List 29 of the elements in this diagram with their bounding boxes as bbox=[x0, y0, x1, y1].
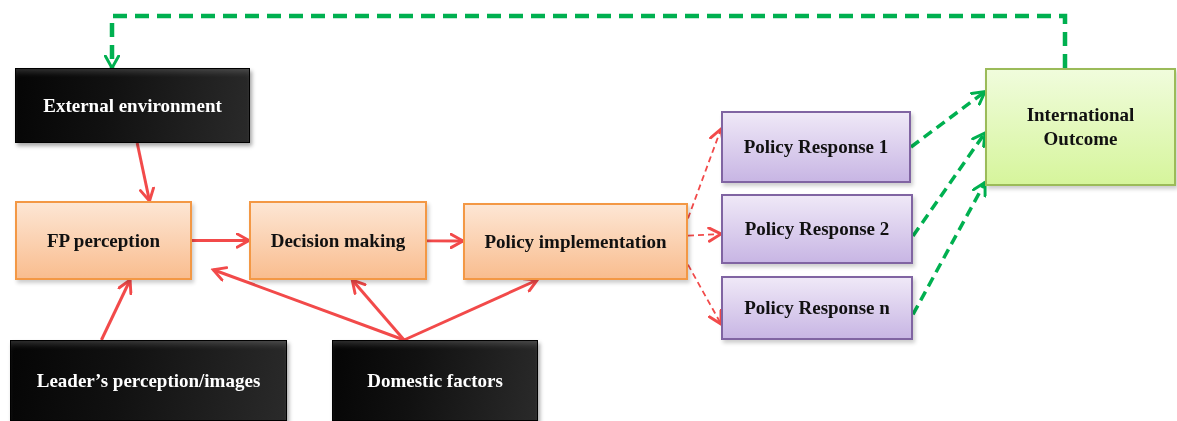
factor-box bbox=[332, 340, 538, 421]
node-label: Decision making bbox=[269, 228, 407, 253]
arrow bbox=[135, 142, 155, 203]
arrow bbox=[100, 278, 133, 341]
node-label: International Outcome bbox=[1025, 103, 1136, 151]
outcome-box bbox=[985, 68, 1176, 186]
arrow bbox=[350, 278, 406, 341]
node-label: Leader’s perception/images bbox=[35, 368, 262, 393]
node-label: FP perception bbox=[45, 228, 162, 253]
node-label: Policy implementation bbox=[483, 229, 668, 254]
process-box bbox=[249, 201, 427, 280]
response-box bbox=[721, 276, 913, 340]
node-label: Policy Response 1 bbox=[742, 135, 890, 159]
node-label: External environment bbox=[42, 93, 223, 118]
process-box bbox=[15, 201, 192, 280]
arrow bbox=[192, 232, 251, 249]
response-box bbox=[721, 194, 913, 264]
node-label: Policy Response n bbox=[743, 296, 891, 320]
arrow bbox=[687, 263, 723, 326]
node-label: Policy Response 2 bbox=[743, 217, 891, 241]
node-label: Domestic factors bbox=[366, 368, 504, 393]
factor-box bbox=[15, 68, 250, 143]
arrow bbox=[103, 13, 1068, 70]
arrow bbox=[687, 226, 723, 243]
process-box bbox=[463, 203, 688, 280]
factor-box bbox=[10, 340, 287, 421]
response-box bbox=[721, 111, 911, 183]
arrow bbox=[211, 266, 405, 342]
arrow bbox=[427, 232, 465, 250]
